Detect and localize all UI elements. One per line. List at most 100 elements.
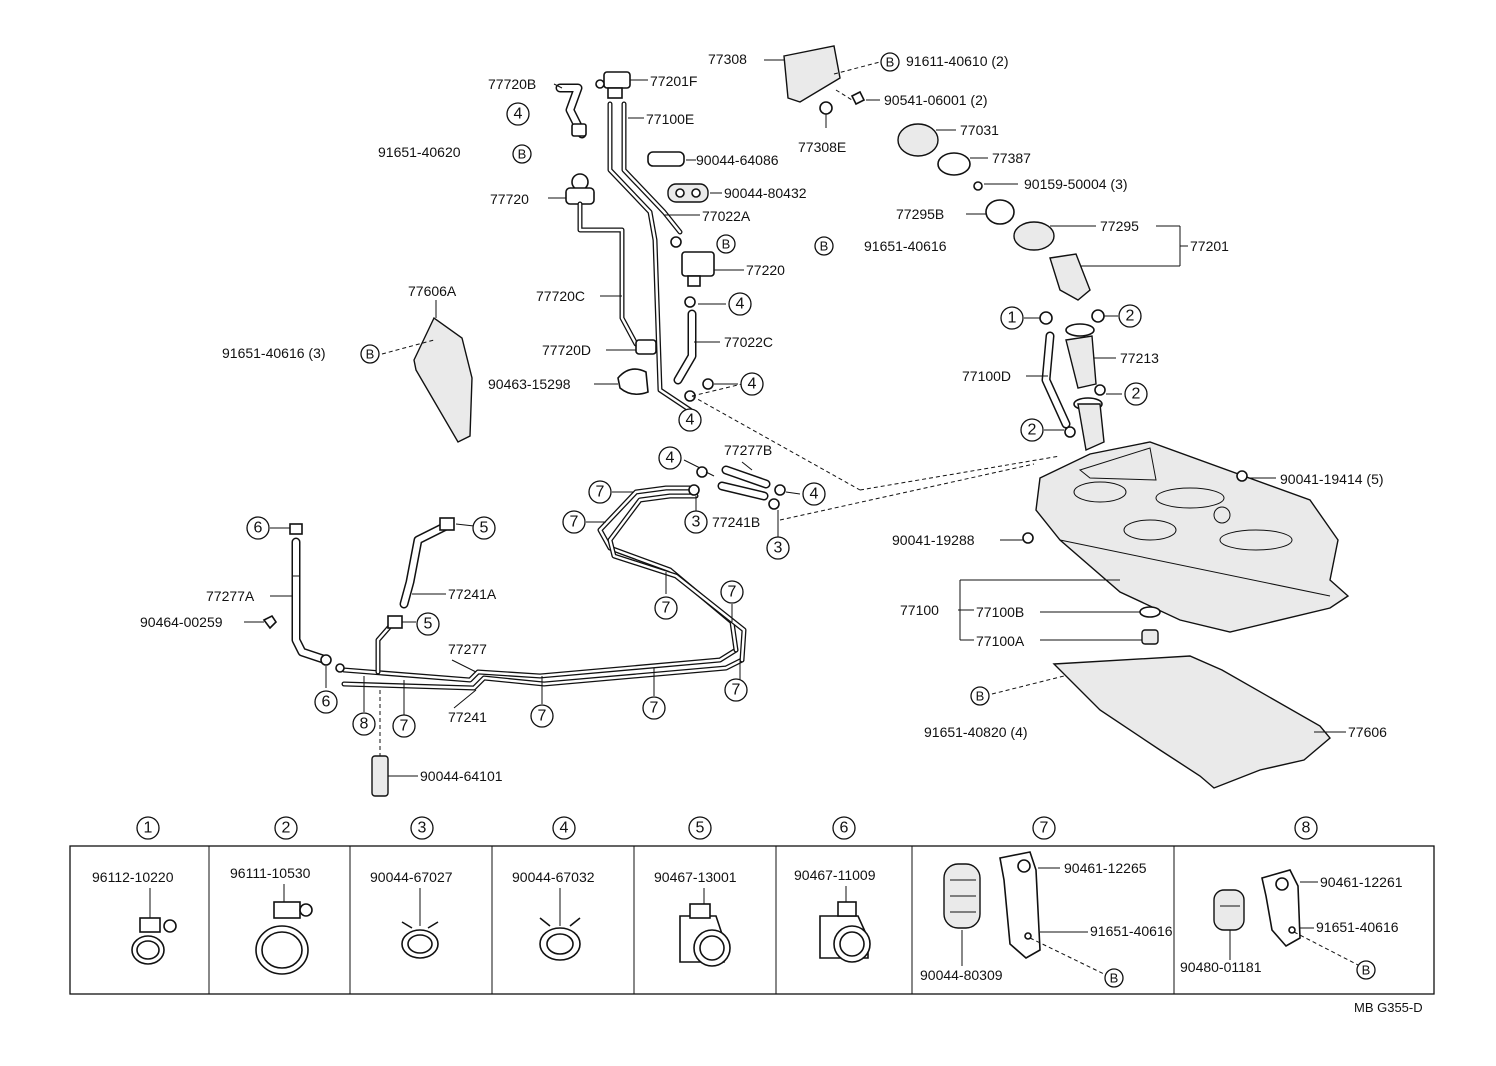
legend-clamp-4 xyxy=(539,888,581,961)
protector-77606 xyxy=(1052,655,1331,789)
svg-text:4: 4 xyxy=(560,820,569,837)
label-77720: 77720 xyxy=(490,191,529,207)
grommet-77295 xyxy=(1013,221,1055,251)
svg-text:7: 7 xyxy=(570,514,579,531)
fastener-legend-table: 1 2 3 4 5 6 7 8 96112-10220 96111-10530 … xyxy=(69,816,1435,995)
label-90541-06001: 90541-06001 (2) xyxy=(884,92,988,108)
callout-7: 7 xyxy=(642,696,666,720)
label-77308E: 77308E xyxy=(798,139,846,155)
label-77295B: 77295B xyxy=(896,206,944,222)
svg-text:7: 7 xyxy=(1040,820,1049,837)
clip-90044-64086 xyxy=(647,151,685,167)
callout-4: 4 xyxy=(506,102,530,126)
svg-text:8: 8 xyxy=(1302,820,1311,837)
svg-text:B: B xyxy=(976,689,985,704)
callout-7: 7 xyxy=(654,596,678,620)
callout-1: 1 xyxy=(1000,306,1024,330)
callout-7: 7 xyxy=(392,714,416,738)
callout-B: B xyxy=(512,144,532,164)
svg-text:B: B xyxy=(820,239,829,254)
label-77720D: 77720D xyxy=(542,342,591,358)
clip-90044-80432 xyxy=(667,183,709,203)
label-90464-00259: 90464-00259 xyxy=(140,614,223,630)
svg-text:2: 2 xyxy=(1028,422,1037,439)
label-77720C: 77720C xyxy=(536,288,585,304)
label-77100: 77100 xyxy=(900,602,939,618)
label-90041-19414: 90041-19414 (5) xyxy=(1280,471,1384,487)
svg-text:3: 3 xyxy=(692,514,701,531)
legend-part-6: 90467-11009 xyxy=(794,867,876,883)
label-77220: 77220 xyxy=(746,262,785,278)
legend-part-7b: 91651-40616 xyxy=(1090,923,1173,939)
callout-B: B xyxy=(880,52,900,72)
callout-4: 4 xyxy=(728,292,752,316)
svg-text:1: 1 xyxy=(1008,310,1017,327)
callout-B: B xyxy=(1356,960,1376,980)
legend-clamp-5 xyxy=(679,888,731,967)
legend-clamp-7 xyxy=(943,851,1105,975)
legend-part-2: 96111-10530 xyxy=(230,865,311,881)
legend-header-3: 3 xyxy=(410,816,434,840)
legend-header-7: 7 xyxy=(1032,816,1056,840)
label-77100E: 77100E xyxy=(646,111,694,127)
label-77022C: 77022C xyxy=(724,334,773,350)
label-91651-40620: 91651-40620 xyxy=(378,144,461,160)
svg-text:7: 7 xyxy=(596,484,605,501)
valve-77220 xyxy=(681,251,715,277)
legend-header-1: 1 xyxy=(136,816,160,840)
clip-90464-00259 xyxy=(262,614,278,630)
svg-text:5: 5 xyxy=(696,820,705,837)
legend-header-6: 6 xyxy=(832,816,856,840)
legend-part-3: 90044-67027 xyxy=(370,869,453,885)
callout-2: 2 xyxy=(1020,418,1044,442)
label-77241B: 77241B xyxy=(712,514,760,530)
legend-header-5: 5 xyxy=(688,816,712,840)
label-77277: 77277 xyxy=(448,641,487,657)
callout-5: 5 xyxy=(416,612,440,636)
legend-clamp-1 xyxy=(131,888,177,965)
label-77201F: 77201F xyxy=(650,73,697,89)
callout-3: 3 xyxy=(766,536,790,560)
legend-clamp-8 xyxy=(1213,869,1361,967)
callouts: 4 B B B B B B 4 4 4 4 4 1 2 2 2 7 7 3 3 … xyxy=(246,52,1148,738)
label-77277A: 77277A xyxy=(206,588,255,604)
legend-clamp-6 xyxy=(819,886,871,963)
legend-header-8: 8 xyxy=(1294,816,1318,840)
svg-text:7: 7 xyxy=(400,718,409,735)
callout-7: 7 xyxy=(562,510,586,534)
svg-text:4: 4 xyxy=(736,296,745,313)
part-labels: 77308 77720B 77201F 77100E 91651-40620 9… xyxy=(140,51,1387,784)
plug-77100A xyxy=(1141,629,1159,645)
legend-part-7a: 90461-12265 xyxy=(1064,860,1147,876)
legend-header-2: 2 xyxy=(274,816,298,840)
svg-text:6: 6 xyxy=(254,520,263,537)
svg-text:7: 7 xyxy=(728,584,737,601)
legend-part-4: 90044-67032 xyxy=(512,869,595,885)
label-90041-19288: 90041-19288 xyxy=(892,532,975,548)
svg-text:4: 4 xyxy=(748,376,757,393)
label-90044-80432: 90044-80432 xyxy=(724,185,807,201)
callout-6: 6 xyxy=(314,690,338,714)
svg-text:4: 4 xyxy=(514,106,523,123)
legend-clamp-2 xyxy=(255,884,313,975)
filler-group xyxy=(764,45,1188,452)
svg-text:7: 7 xyxy=(662,600,671,617)
legend-part-8a: 90461-12261 xyxy=(1320,874,1403,890)
label-77387: 77387 xyxy=(992,150,1031,166)
callout-7: 7 xyxy=(724,678,748,702)
callout-B: B xyxy=(360,344,380,364)
clamp-90463-15298 xyxy=(617,368,649,396)
label-91651-40616-3: 91651-40616 (3) xyxy=(222,345,326,361)
label-77606A: 77606A xyxy=(408,283,457,299)
gasket-77100B xyxy=(1139,606,1161,618)
legend-header-4: 4 xyxy=(552,816,576,840)
label-77277B: 77277B xyxy=(724,442,772,458)
label-77720B: 77720B xyxy=(488,76,536,92)
label-77241: 77241 xyxy=(448,709,487,725)
svg-text:5: 5 xyxy=(424,616,433,633)
svg-text:8: 8 xyxy=(360,716,369,733)
hose-77213 xyxy=(1065,335,1097,389)
fuel-tank-77100 xyxy=(1035,441,1350,633)
callout-B: B xyxy=(1104,968,1124,988)
label-91651-40820: 91651-40820 (4) xyxy=(924,724,1028,740)
